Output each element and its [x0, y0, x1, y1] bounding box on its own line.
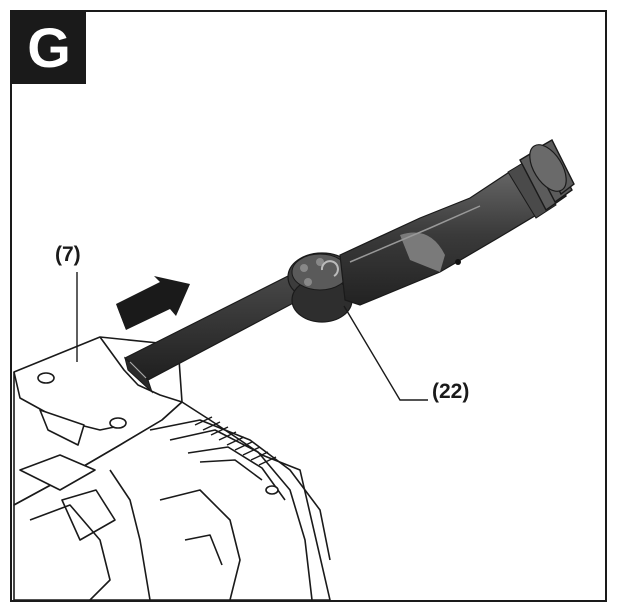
callout-22: (22) — [432, 380, 470, 403]
housing-ribs — [194, 416, 277, 466]
vacuum-nozzle — [123, 139, 575, 394]
callout-7: (7) — [55, 243, 81, 266]
tool-housing — [13, 336, 331, 600]
arrow-icon — [116, 276, 190, 330]
figure-label: G — [12, 12, 86, 84]
leader-lines — [76, 272, 428, 401]
